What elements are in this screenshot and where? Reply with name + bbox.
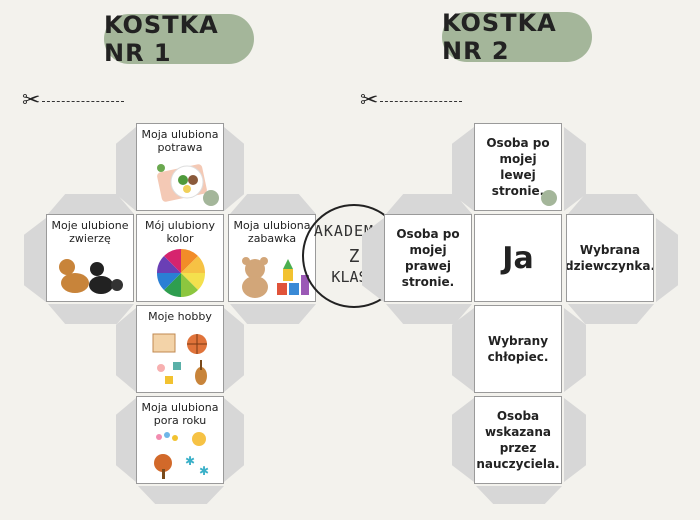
teddy-bear-icon (242, 257, 268, 298)
glue-tab (452, 127, 474, 211)
face-label: Wybrana dziewczynka. (566, 243, 654, 273)
face-label: Osoba po mojej lewej stronie. (486, 136, 550, 198)
cube2-face-me: Ja (474, 214, 562, 302)
animals-icon (59, 259, 123, 294)
glue-tab (452, 308, 474, 392)
cube2-face-left-person: Osoba po mojej lewej stronie. (474, 123, 562, 211)
cube1-face-toy: Moja ulubiona zabawka (228, 214, 316, 302)
glue-tab (48, 304, 134, 324)
svg-text:✱: ✱ (199, 464, 209, 478)
cube2-title: KOSTKA NR 2 (442, 9, 592, 65)
glue-tab (386, 304, 472, 324)
cube1-face-color: Mój ulubiony kolor (136, 214, 224, 302)
glue-tab (362, 218, 384, 302)
face-label: Moje hobby (148, 310, 212, 323)
cube1-title: KOSTKA NR 1 (104, 11, 254, 67)
color-wheel-icon (157, 249, 205, 297)
seasons-icon: ✱ ✱ (154, 432, 209, 479)
cube1-face-hobby: Moje hobby (136, 305, 224, 393)
glue-tab (564, 398, 586, 482)
hobby-icon (152, 333, 207, 385)
glue-tab (564, 308, 586, 392)
cube1-face-food: Moja ulubiona potrawa (136, 123, 224, 211)
cube2-face-girl: Wybrana dziewczynka. (566, 214, 654, 302)
glue-tab (24, 218, 46, 302)
cube1-face-animal: Moje ulubione zwierzę (46, 214, 134, 302)
brand-badge-icon (541, 190, 557, 206)
glue-tab (656, 218, 678, 302)
glue-tab (48, 194, 134, 214)
glue-tab (568, 194, 654, 214)
glue-tab (116, 398, 136, 482)
cut-line-1: ✂ (22, 88, 125, 113)
scissors-icon: ✂ (22, 88, 41, 113)
face-label: Moja ulubiona potrawa (141, 128, 219, 154)
face-label: Osoba po mojej prawej stronie. (396, 227, 460, 289)
svg-text:✱: ✱ (185, 454, 195, 468)
scissors-icon: ✂ (360, 88, 379, 113)
glue-tab (138, 486, 224, 504)
glue-tab (116, 308, 136, 392)
face-label: Osoba wskazana przez nauczyciela. (476, 409, 560, 471)
brand-badge-icon (203, 190, 219, 206)
face-label: Moja ulubiona zabawka (233, 219, 311, 245)
cube2-face-teacher: Osoba wskazana przez nauczyciela. (474, 396, 562, 484)
glue-tab (224, 308, 244, 392)
glue-tab (116, 127, 136, 211)
face-label: Moja ulubiona pora roku (141, 401, 219, 427)
face-label: Wybrany chłopiec. (487, 334, 549, 364)
glue-tab (476, 486, 562, 504)
toy-blocks-icon (277, 259, 309, 295)
glue-tab (224, 398, 244, 482)
face-label: Moje ulubione zwierzę (51, 219, 129, 245)
cut-line-2: ✂ (360, 88, 463, 113)
face-label: Mój ulubiony kolor (144, 219, 216, 245)
glue-tab (568, 304, 654, 324)
glue-tab (230, 304, 316, 324)
logo-line-2: Z (348, 246, 360, 267)
glue-tab (386, 194, 472, 214)
face-label: Ja (502, 240, 534, 276)
glue-tab (224, 127, 244, 211)
glue-tab (230, 194, 316, 214)
glue-tab (564, 127, 586, 211)
cube2-face-right-person: Osoba po mojej prawej stronie. (384, 214, 472, 302)
food-plate-icon (157, 164, 207, 202)
glue-tab (452, 398, 474, 482)
cube1-face-season: Moja ulubiona pora roku ✱ ✱ (136, 396, 224, 484)
cube2-face-boy: Wybrany chłopiec. (474, 305, 562, 393)
